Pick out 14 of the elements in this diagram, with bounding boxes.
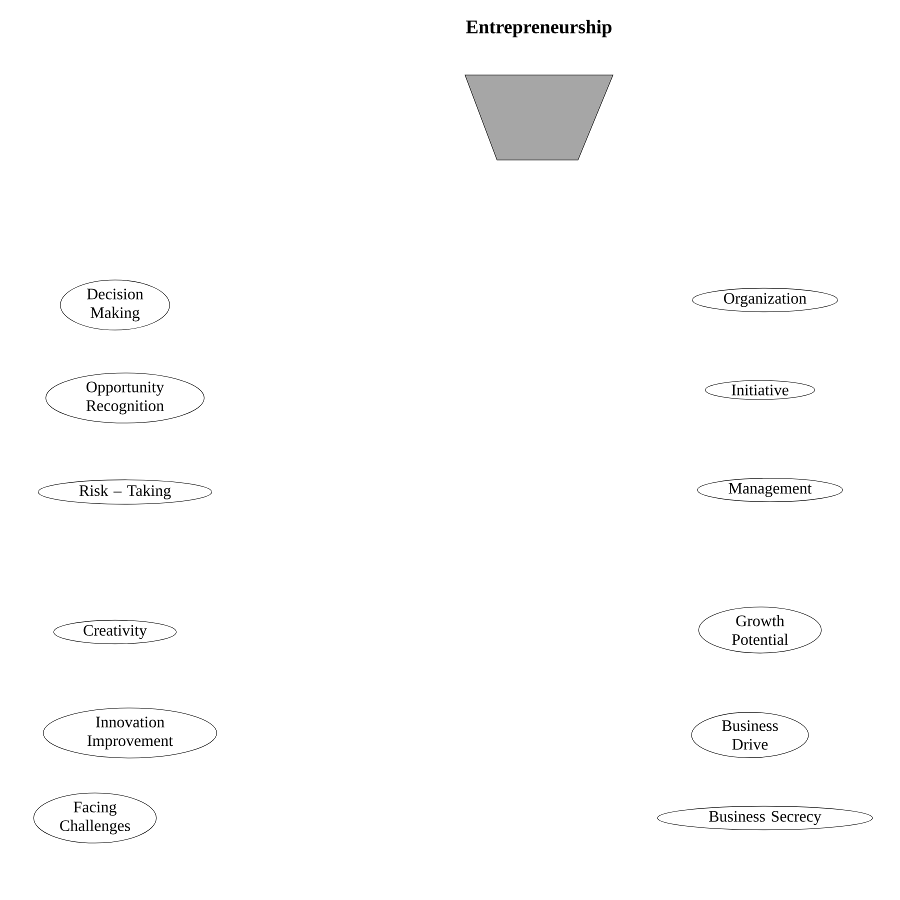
ellipse-node: Risk – Taking <box>38 480 212 504</box>
ellipse-node: Business Drive <box>691 712 809 758</box>
ellipse-node: Innovation Improvement <box>43 708 217 758</box>
ellipse-node: Business Secrecy <box>657 806 873 830</box>
trapezoid-shape <box>464 74 614 160</box>
ellipse-node: Initiative <box>705 380 815 400</box>
heading: Entrepreneurship <box>466 20 612 38</box>
ellipse-node: Organization <box>692 288 838 312</box>
ellipse-node: Creativity <box>53 620 177 644</box>
ellipse-node: Growth Potential <box>698 606 822 654</box>
ellipse-node: Decision Making <box>60 280 170 330</box>
ellipse-node: Facing Challenges <box>33 792 157 844</box>
ellipse-node: Management <box>697 478 843 502</box>
ellipse-node: Opportunity Recognition <box>46 372 204 424</box>
